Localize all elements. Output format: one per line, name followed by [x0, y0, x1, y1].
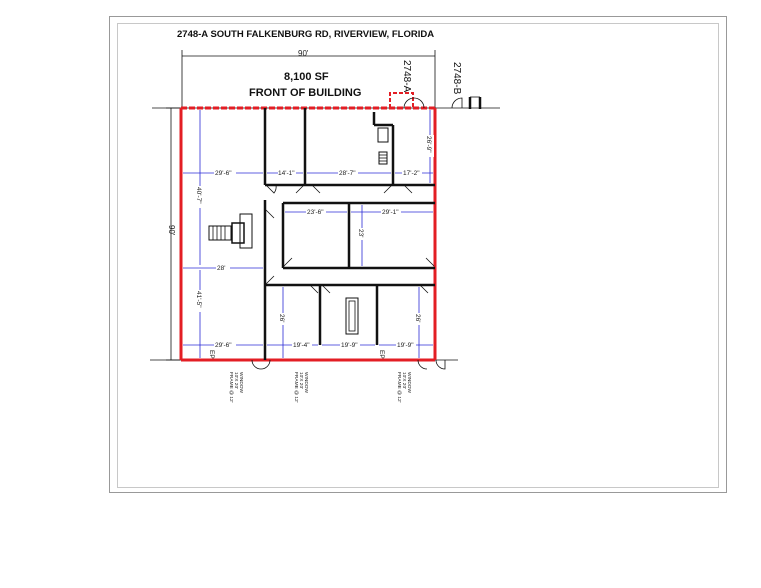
- dim-label: 29'-6": [215, 342, 232, 349]
- outer-frame: [109, 16, 727, 493]
- svg-text:WINDOW: WINDOW: [238, 372, 244, 394]
- svg-text:FRAME @ 12': FRAME @ 12': [396, 372, 402, 403]
- interior-walls: [263, 108, 435, 360]
- dimension-lines: [183, 110, 433, 358]
- svg-text:FRAME @ 12': FRAME @ 12': [293, 372, 299, 403]
- dim-label: 26'-9": [425, 136, 432, 153]
- overall-width-dimension: 90': [181, 49, 436, 108]
- dim-label: 19'-9": [397, 342, 414, 349]
- svg-text:WINDOW: WINDOW: [303, 372, 309, 394]
- dim-label: 17'-2": [403, 170, 420, 177]
- dim-label: 14'-1": [278, 170, 295, 177]
- overall-depth-label: 90': [167, 225, 176, 236]
- svg-text:WINDOW: WINDOW: [406, 372, 412, 394]
- dim-label: 19'-9": [341, 342, 358, 349]
- unit-a-label: 2748-A: [401, 60, 412, 93]
- dimension-labels: 29'-6" 14'-1" 28'-7" 17'-2" 26'-9" 40'-7…: [195, 135, 434, 349]
- svg-text:10'X 20': 10'X 20': [298, 372, 304, 389]
- dim-label: 26': [278, 314, 285, 322]
- stair-fixture: [208, 213, 253, 249]
- restroom-fixture: [377, 127, 389, 165]
- dim-label: 28': [217, 265, 225, 272]
- interior-doors: [265, 184, 435, 294]
- window-label-2: WINDOW 10'X 20' FRAME @ 12': [293, 372, 309, 403]
- overall-depth-dimension: 90': [166, 107, 180, 361]
- dim-label: 41'-5": [195, 291, 202, 308]
- dim-label: 29'-1": [382, 209, 399, 216]
- front-of-building-label: FRONT OF BUILDING: [249, 87, 361, 99]
- area-label: 8,100 SF: [284, 71, 329, 83]
- dim-label: 26': [414, 314, 421, 322]
- dim-label: 28'-7": [339, 170, 356, 177]
- front-doors: [403, 96, 482, 109]
- dim-label: 23': [357, 229, 364, 237]
- dim-label: 23'-6": [307, 209, 324, 216]
- dim-label: 19'-4": [293, 342, 310, 349]
- unit-a-exterior-walls: [179, 92, 437, 362]
- center-fixture: [345, 297, 359, 335]
- window-label-3: WINDOW 10'X 20' FRAME @ 12': [396, 372, 412, 403]
- ep-label: EP: [378, 350, 385, 359]
- svg-text:10'X 20': 10'X 20': [233, 372, 239, 389]
- rear-doors: [251, 359, 446, 370]
- unit-b-label: 2748-B: [451, 62, 462, 95]
- property-address-title: 2748-A SOUTH FALKENBURG RD, RIVERVIEW, F…: [177, 29, 434, 40]
- dim-label: 40'-7": [195, 187, 202, 204]
- overall-width-label: 90': [298, 49, 309, 58]
- svg-text:FRAME @ 12': FRAME @ 12': [228, 372, 234, 403]
- svg-text:10'X 20': 10'X 20': [401, 372, 407, 389]
- dim-label: 29'-6": [215, 170, 232, 177]
- ep-label: EP: [208, 350, 215, 359]
- window-label-1: WINDOW 10'X 20' FRAME @ 12': [228, 372, 244, 403]
- inner-frame: [117, 23, 719, 488]
